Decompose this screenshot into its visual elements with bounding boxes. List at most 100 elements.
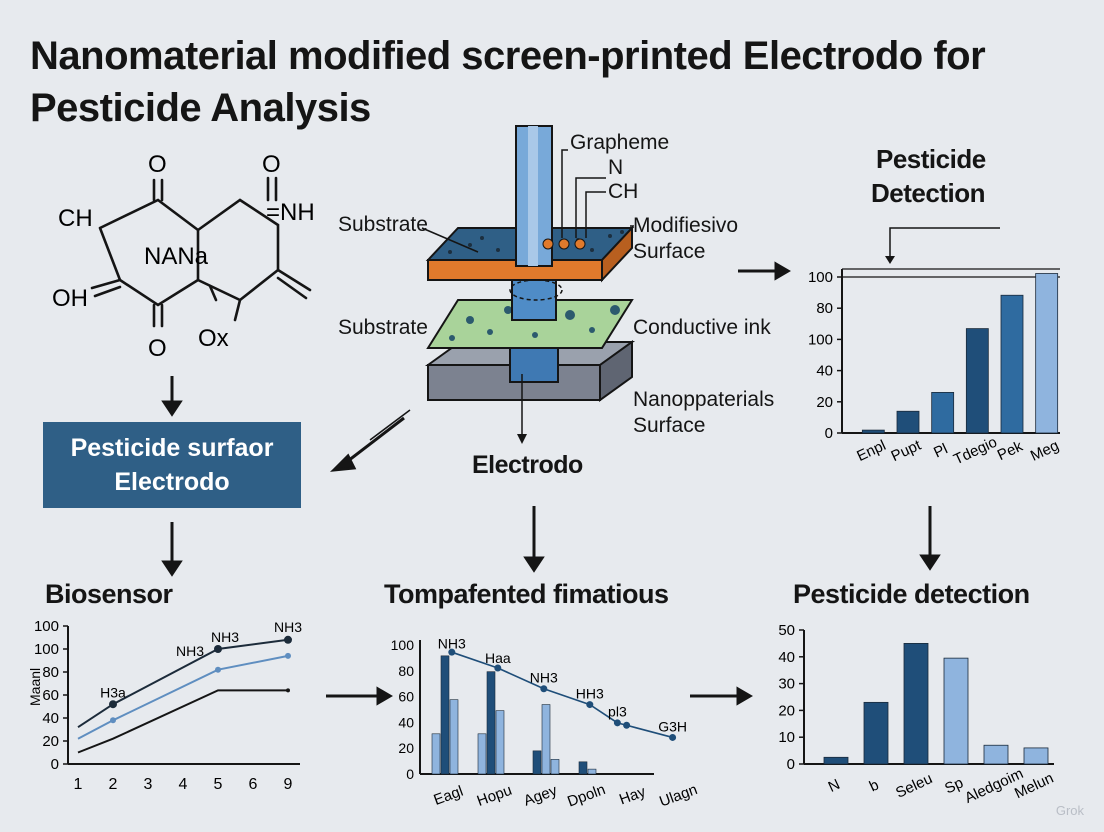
bar [532,750,542,775]
label-substrate-2: Substrate [338,316,428,339]
x-tick-label: Hopu [475,782,515,810]
y-tick-label: 20 [778,702,795,719]
bar [943,657,969,765]
y-tick-label: 60 [42,687,59,704]
y-tick-label: 40 [398,714,414,730]
x-tick-label: 5 [214,776,223,793]
series-point [286,688,290,693]
annotation: NH3 [530,670,558,686]
y-tick-label: 20 [398,740,414,756]
bar [578,761,588,775]
y-tick-label: 0 [787,756,795,773]
label-n: N [608,156,624,179]
series-point [214,645,222,653]
bar [486,671,496,775]
arrow-right-3 [736,686,753,706]
arrow-down-3 [523,556,545,573]
bar [541,704,551,775]
series-point [215,666,221,673]
bar [587,768,597,775]
label-substrate-1: Substrate [338,213,428,236]
x-tick-label: Pl [931,440,950,461]
x-tick-label: 6 [249,776,258,793]
y-tick-label: 40 [816,363,833,380]
x-tick-label: Ulagn [657,781,700,810]
x-tick-label: 4 [179,776,188,793]
tompafented-title: Tompafented fimatious [384,579,669,609]
label-grapheme: Grapheme [570,131,670,154]
series-line [77,689,288,754]
bar [983,744,1009,765]
annotation: H3a [100,684,126,700]
bar [863,701,889,765]
bar [931,391,955,434]
bar [896,410,920,434]
label-modifiesivo: Modifiesivo [633,214,739,237]
annotation: pl3 [608,704,627,720]
bar [1035,273,1059,434]
electrode-diagram [369,125,636,444]
bar [495,710,505,775]
x-tick-label: Enpl [854,437,888,465]
pesticide-box-line1: Pesticide surfaor [70,434,274,462]
annotation: NH3 [176,643,204,659]
mol-label-ox: Ox [198,325,229,352]
bottom-slab-side [599,340,633,402]
annotation: NH3 [211,629,239,645]
bar [823,756,849,765]
y-tick-label: 40 [778,649,795,666]
arrow-down-2 [161,560,183,577]
x-tick-label: b [867,776,882,795]
series-line [77,654,289,740]
conductive-ink-layer [426,299,634,349]
x-tick-label: Hay [617,783,648,808]
arrow-down-1 [161,400,183,417]
page-title: Nanomaterial modified screen-printed Ele… [30,34,986,130]
trend-point [586,701,594,709]
y-tick-label: 50 [778,622,795,639]
pesticide-detection-top-2: Detection [871,178,985,208]
bar [477,733,487,775]
mol-label-o3: O [148,335,167,362]
y-tick-label: 100 [34,618,59,635]
bar [1000,294,1024,434]
x-tick-label: Eagl [431,783,465,809]
annotation: NH3 [274,619,302,635]
biosensor-title: Biosensor [45,579,173,609]
x-tick-label: 2 [109,776,118,793]
y-tick-label: 0 [51,756,59,773]
trend-point [613,719,621,727]
annotation: G3H [658,718,687,734]
bar [440,655,450,775]
series-point [284,635,292,644]
annotation: Haa [485,650,511,666]
y-axis-label: Maanl [27,668,43,706]
y-tick-label: 80 [42,664,59,681]
x-tick-label: Pupt [889,436,925,465]
label-ch: CH [608,180,639,203]
y-tick-label: 100 [808,331,833,348]
label-surface-1: Surface [633,240,706,263]
bar [550,759,560,775]
y-tick-label: 100 [808,269,833,286]
x-tick-label: 3 [144,776,153,793]
y-tick-label: 0 [406,766,414,782]
y-tick-label: 40 [42,710,59,727]
y-tick-label: 20 [816,394,833,411]
x-tick-label: Meg [1028,437,1062,465]
x-tick-label: Pek [995,438,1026,465]
molecule-structure: O O CH =NH NANa OH O Ox [52,151,315,362]
mol-label-oh: OH [52,285,88,312]
y-tick-label: 80 [816,300,833,317]
pesticide-detection-top-1: Pesticide [876,144,986,174]
bar [965,328,989,434]
label-surface-2: Surface [633,414,706,437]
x-tick-label: Seleu [893,770,935,802]
series-point [285,652,291,659]
annotation: HH3 [576,685,604,701]
pesticide-surface-box: Pesticide surfaor Electrodo [43,422,301,508]
